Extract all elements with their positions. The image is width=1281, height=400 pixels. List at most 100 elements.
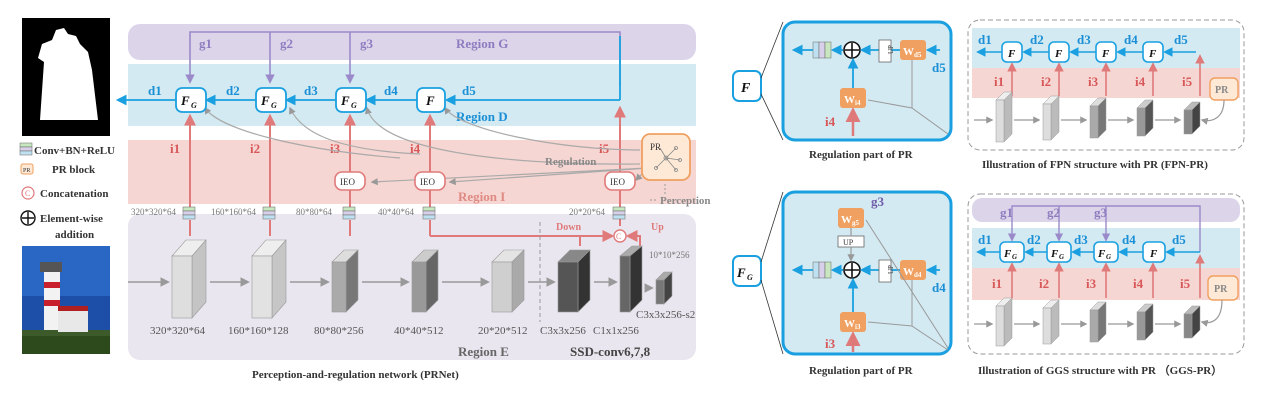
main-caption: Perception-and-regulation network (PRNet… [252, 369, 459, 381]
svg-text:W: W [903, 266, 914, 278]
fpn-d2: d2 [1030, 32, 1044, 47]
svg-text:G: G [747, 273, 753, 282]
d4-label: d4 [384, 83, 398, 98]
fpn-d5: d5 [1174, 32, 1188, 47]
fg-node-2: F G [255, 87, 287, 113]
fpn-i4: i4 [1135, 74, 1146, 89]
fpn-d3: d3 [1077, 32, 1091, 47]
feature-size-5: 20*20*64 [569, 207, 606, 217]
top-d5-label: d5 [932, 60, 946, 75]
conv-label-2: C1x1x256 [593, 325, 639, 337]
legend-add-2: addition [55, 229, 94, 241]
i4-label: i4 [410, 141, 421, 156]
ggs-blocks [995, 297, 1201, 347]
svg-text:UP: UP [843, 238, 854, 247]
svg-text:d5: d5 [914, 51, 922, 59]
up-label: Up [651, 222, 664, 233]
ieo-box-1: IEO [334, 171, 366, 191]
top-w-d5: W d5 [900, 40, 926, 60]
fpn-caption: Illustration of FPN structure with PR (F… [982, 159, 1208, 171]
block-size-5: 20*20*512 [478, 325, 528, 337]
svg-text:PR: PR [1215, 85, 1229, 96]
conv-label-1: C3x3x256 [540, 325, 586, 337]
region-i-band [128, 140, 696, 204]
i3-label: i3 [330, 141, 341, 156]
svg-text:d4: d4 [914, 271, 922, 279]
region-g-label: Region G [456, 36, 508, 51]
fpn-d1: d1 [978, 32, 992, 47]
mask-image [22, 18, 110, 136]
svg-text:F: F [1003, 248, 1012, 260]
backbone-arrows [128, 277, 654, 293]
feature-size-1: 320*320*64 [131, 207, 177, 217]
svg-text:F: F [1148, 48, 1157, 60]
svg-text:F: F [1007, 48, 1016, 60]
feature-size-4: 40*40*64 [378, 207, 415, 217]
d5-label: d5 [462, 83, 476, 98]
top-up-box [878, 39, 892, 63]
svg-text:W: W [844, 318, 855, 330]
ieo-box-3: IEO [604, 171, 636, 191]
backbone-blocks [171, 239, 673, 319]
fpn-pr-block: PR [1209, 77, 1239, 101]
svg-text:PR: PR [650, 142, 661, 152]
g2-label: g2 [280, 36, 293, 51]
top-detail-panel: F UP W d5 d5 W i4 i4 [732, 20, 953, 161]
svg-text:F: F [340, 93, 350, 108]
svg-text:F: F [1149, 248, 1158, 260]
svg-text:C: C [25, 189, 30, 198]
ggs-d4: d4 [1122, 232, 1136, 247]
ggs-d5: d5 [1172, 232, 1186, 247]
legend-conv: Conv+BN+ReLU [34, 145, 115, 157]
fg-node-1: F G [175, 87, 207, 113]
top-detail-caption: Regulation part of PR [809, 149, 914, 161]
ggs-i2: i2 [1039, 276, 1049, 291]
legend-concat: Concatenation [40, 188, 108, 200]
bottom-detail-panel: F G W g5 g3 UP UP W d4 [732, 190, 953, 377]
f-outer-node [732, 70, 762, 102]
bottom-g3-label: g3 [871, 194, 885, 209]
top-add-icon [843, 41, 861, 59]
extra-size-label: 10*10*256 [649, 250, 690, 260]
fg-outer-node [732, 255, 762, 287]
ssd-label: SSD-conv6,7,8 [570, 344, 651, 359]
svg-text:g5: g5 [852, 219, 860, 227]
i1-label: i1 [170, 141, 180, 156]
conv-label-3: C3x3x256-s2 [636, 309, 695, 321]
svg-text:PR: PR [1214, 284, 1228, 295]
fpn-i5: i5 [1182, 74, 1193, 89]
conv-icon [19, 142, 33, 156]
fpn-i2: i2 [1041, 74, 1051, 89]
g3-label: g3 [360, 36, 374, 51]
pr-block: PR [641, 133, 691, 181]
svg-text:G: G [191, 101, 197, 110]
d-lines [115, 36, 621, 106]
d3-label: d3 [304, 83, 318, 98]
ggs-pr-block: PR [1207, 275, 1239, 301]
svg-text:G: G [1012, 253, 1017, 261]
region-e-label: Region E [458, 344, 509, 359]
lighthouse-photo [22, 246, 110, 354]
bottom-d4-label: d4 [932, 280, 946, 295]
top-stack-icon [812, 41, 832, 59]
fpn-nodes: F F F F [1001, 41, 1164, 63]
region-i-label: Region I [458, 189, 505, 204]
bottom-w-i3: W i3 [840, 312, 866, 332]
perception-label: Perception [660, 195, 711, 207]
fpn-blocks [995, 91, 1201, 143]
fpn-d4: d4 [1124, 32, 1138, 47]
svg-text:F: F [736, 265, 746, 280]
pr-icon: PR [20, 163, 34, 175]
svg-text:W: W [844, 94, 855, 106]
bottom-w-d4: W d4 [900, 260, 926, 280]
legend-add: Element-wise [40, 213, 103, 225]
svg-text:G: G [271, 101, 277, 110]
ggs-g3: g3 [1094, 205, 1108, 220]
fpn-pr-panel: F F F F d1 d2 d3 d4 d5 i1 i2 i3 i4 i5 PR [967, 19, 1245, 171]
fpn-i3: i3 [1088, 74, 1099, 89]
bottom-detail-caption: Regulation part of PR [809, 365, 914, 377]
ggs-i5: i5 [1180, 276, 1191, 291]
fpn-i1: i1 [994, 74, 1004, 89]
add-icon [20, 210, 36, 226]
